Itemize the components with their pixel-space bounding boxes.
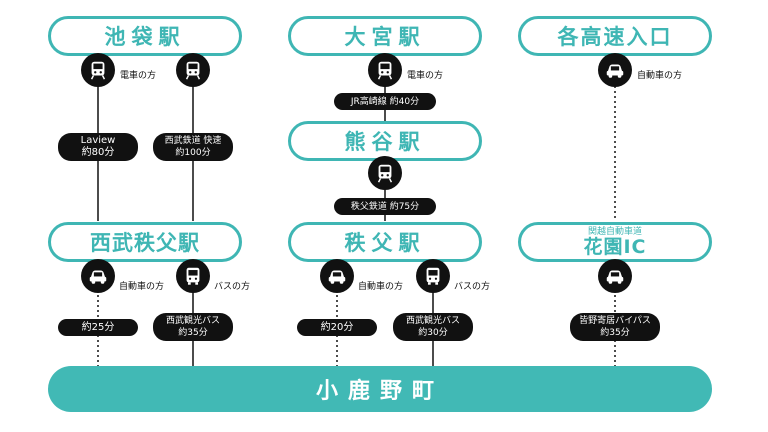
route-seibu-bus-35: 西武観光バス 約35分 [153,313,233,341]
station-chichibu-label: 秩父駅 [344,231,426,255]
car-icon [598,259,632,293]
route-jr-takasaki: JR高崎線 約40分 [334,93,436,110]
station-omiya-label: 大宮駅 [344,25,426,49]
bus-direction-label: バスの方 [454,282,491,292]
station-kumagaya-label: 熊谷駅 [344,130,426,154]
route-car-25: 約25分 [58,319,138,336]
train-icon [81,53,115,87]
car-icon [320,259,354,293]
station-seibu-chichibu: 西武秩父駅 [48,222,242,262]
route-laview: Laview 約80分 [58,133,138,161]
station-seibu-chichibu-label: 西武秩父駅 [90,231,200,255]
route-seibu-rapid: 西武鉄道 快速 約100分 [153,133,233,161]
car-icon [81,259,115,293]
station-hanazono-ic: 関越自動車道 花園IC [518,222,712,262]
station-kumagaya: 熊谷駅 [288,121,482,161]
station-omiya: 大宮駅 [288,16,482,56]
car-icon [598,53,632,87]
station-ikebukuro-label: 池袋駅 [104,25,186,49]
route-chichibu-railway: 秩父鉄道 約75分 [334,198,436,215]
station-expressway-label: 各高速入口 [557,25,673,49]
bus-icon [416,259,450,293]
car-direction-label: 自動車の方 [637,71,683,81]
train-icon [368,53,402,87]
car-direction-label: 自動車の方 [358,282,404,292]
destination-label: 小鹿野町 [315,379,444,404]
route-car-20: 約20分 [297,319,377,336]
bus-direction-label: バスの方 [214,282,251,292]
bus-icon [176,259,210,293]
station-chichibu: 秩父駅 [288,222,482,262]
train-direction-label: 電車の方 [120,71,157,81]
train-icon [368,156,402,190]
destination-ogano: 小鹿野町 [48,366,712,412]
station-expressway: 各高速入口 [518,16,712,56]
train-direction-label: 電車の方 [407,71,444,81]
station-hanazono-sublabel: 関越自動車道 [587,227,642,237]
train-icon [176,53,210,87]
route-seibu-bus-30: 西武観光バス 約30分 [393,313,473,341]
station-hanazono-label: 花園IC [583,236,647,258]
car-direction-label: 自動車の方 [119,282,165,292]
station-ikebukuro: 池袋駅 [48,16,242,56]
route-minano-bypass: 皆野寄居バイパス 約35分 [570,313,660,341]
